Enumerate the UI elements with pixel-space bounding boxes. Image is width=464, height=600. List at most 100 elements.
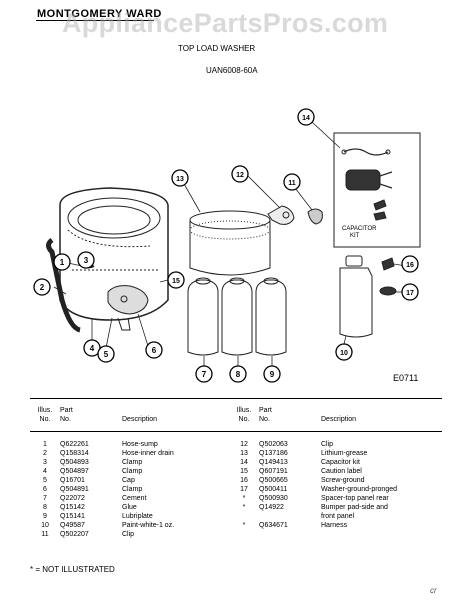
- callout-2: 2: [33, 278, 51, 296]
- cell-illus: *: [242, 504, 246, 511]
- clip-11-drawing: [307, 208, 323, 225]
- cell-description: Paint-white-1 oz.: [122, 522, 175, 529]
- capacitor-label-2: KIT: [350, 233, 360, 239]
- washer-tub-drawing: [59, 187, 169, 321]
- cell-part: Q16701: [60, 477, 85, 484]
- drain-hose-drawing: [46, 237, 81, 333]
- capacitor-label-1: CAPACITOR: [342, 226, 377, 232]
- cell-description: Cap: [122, 477, 135, 484]
- svg-text:2: 2: [40, 283, 45, 292]
- cell-illus: *: [242, 522, 246, 529]
- table-row: * Q14922 Bumper pad-side and: [229, 503, 421, 512]
- cell-part: Q504893: [60, 459, 89, 466]
- svg-text:1: 1: [60, 258, 65, 267]
- cell-description: Clip: [122, 531, 135, 538]
- cell-part: Q634671: [259, 522, 288, 529]
- footnote: * = NOT ILLUSTRATED: [30, 565, 115, 574]
- diagram-code: E0711: [393, 373, 419, 383]
- cell-illus: 9: [43, 513, 47, 520]
- cell-description-cont: front panel: [321, 513, 355, 520]
- cell-part: Q504891: [60, 486, 89, 493]
- cell-part: Q15141: [60, 513, 85, 520]
- cell-illus: 10: [41, 522, 49, 529]
- cell-part: Q502207: [60, 531, 89, 538]
- svg-text:14: 14: [302, 115, 310, 122]
- cell-part: Q158314: [60, 450, 89, 457]
- cell-description: Bumper pad-side and: [321, 504, 388, 511]
- callout-12: 12: [231, 165, 249, 183]
- brand-underline: [36, 20, 154, 21]
- svg-text:12: 12: [236, 172, 244, 179]
- svg-text:15: 15: [172, 278, 180, 285]
- watermark: AppliancePartsPros.com: [62, 8, 389, 38]
- callout-14: 14: [297, 108, 315, 126]
- table-row: 6 Q504891 Clamp: [30, 485, 222, 494]
- page-subtitle: TOP LOAD WASHER: [178, 44, 256, 53]
- callout-17: 17: [401, 283, 419, 301]
- cell-illus: 11: [41, 531, 49, 538]
- cell-part: Q502063: [259, 441, 288, 448]
- cell-description: Screw-ground: [321, 477, 365, 484]
- washer-ground-drawing: [379, 286, 397, 296]
- col-description: Description: [321, 416, 357, 423]
- cell-part: Q500665: [259, 477, 288, 484]
- cell-illus: 1: [43, 441, 47, 448]
- cell-description: Cement: [122, 495, 147, 502]
- cell-part: Q149413: [259, 459, 288, 466]
- cell-illus: 2: [43, 450, 47, 457]
- cell-illus: 5: [43, 477, 47, 484]
- callout-16: 16: [401, 255, 419, 273]
- svg-text:11: 11: [288, 180, 296, 187]
- cell-description: Clamp: [122, 486, 143, 493]
- svg-text:9: 9: [270, 370, 275, 379]
- cell-illus: 3: [43, 459, 47, 466]
- svg-text:17: 17: [406, 290, 414, 297]
- col-illus: Illus.No.: [37, 407, 53, 423]
- table-row-continuation: front panel: [229, 512, 421, 521]
- cell-part: Q622261: [60, 441, 89, 448]
- svg-text:16: 16: [406, 262, 414, 269]
- cell-illus: 6: [43, 486, 47, 493]
- table-row: 9 Q15141 Lubriplate: [30, 512, 222, 521]
- table-top-rule: [30, 398, 442, 399]
- cell-description: Clamp: [122, 459, 143, 466]
- cell-description: Lubriplate: [122, 513, 153, 520]
- table-row: 1 Q622261 Hose-sump: [30, 440, 222, 449]
- cell-illus: 14: [240, 459, 248, 466]
- svg-text:10: 10: [340, 350, 348, 357]
- callout-15: 15: [167, 271, 185, 289]
- capacitor-kit-drawing: [333, 132, 421, 248]
- svg-text:4: 4: [90, 344, 95, 353]
- cell-description: Hose-sump: [122, 441, 158, 448]
- cell-description: Clip: [321, 441, 334, 448]
- svg-text:8: 8: [236, 370, 241, 379]
- cell-part: Q137186: [259, 450, 288, 457]
- cell-part: Q14922: [259, 504, 284, 511]
- table-row: 3 Q504893 Clamp: [30, 458, 222, 467]
- callout-1: 1: [53, 253, 71, 271]
- cell-description: Caution label: [321, 468, 362, 475]
- callout-13: 13: [171, 169, 189, 187]
- pump-drawing: [107, 285, 149, 331]
- svg-text:13: 13: [176, 176, 184, 183]
- callout-10: 10: [335, 343, 353, 361]
- cell-illus: 8: [43, 504, 47, 511]
- paint-bottle-drawing: [339, 255, 373, 338]
- cell-illus: 12: [240, 441, 248, 448]
- svg-text:3: 3: [84, 256, 89, 265]
- callout-7: 7: [195, 365, 213, 383]
- cell-description: Capacitor kit: [321, 459, 360, 466]
- cell-description: Clamp: [122, 468, 143, 475]
- callout-3: 3: [77, 251, 95, 269]
